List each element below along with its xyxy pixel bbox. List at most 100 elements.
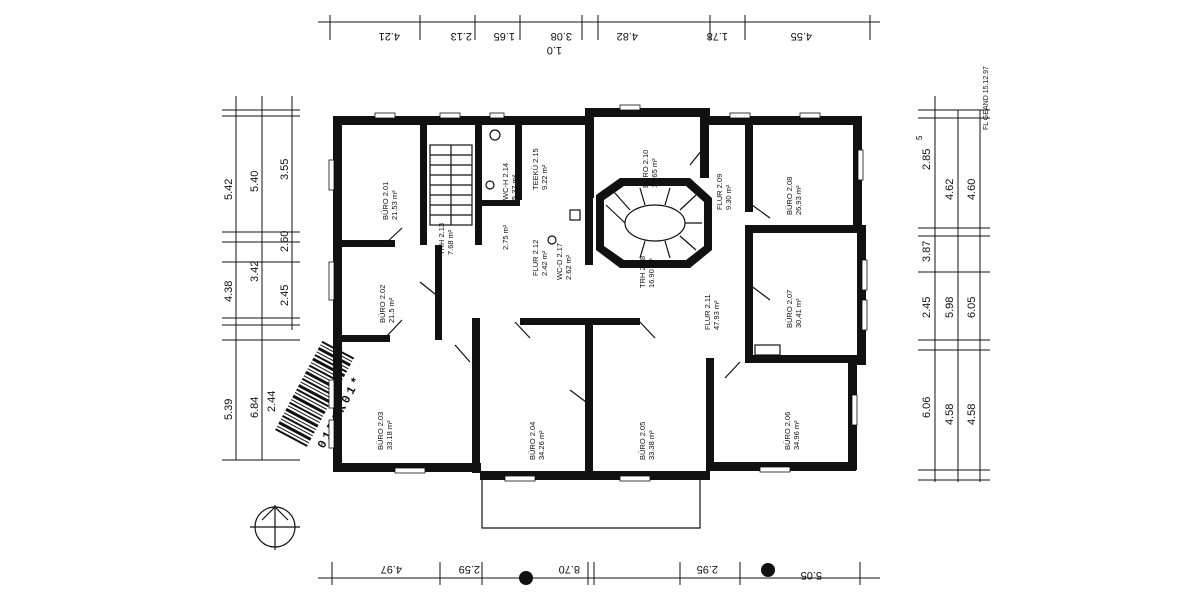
dim-bottom-5: 5.05 bbox=[801, 569, 822, 581]
room-area: 2.62 m² bbox=[564, 254, 573, 280]
dim-left-outer-3: 5.39 bbox=[223, 399, 235, 420]
dim-left-outer-1: 5.42 bbox=[223, 179, 235, 200]
dim-top-4: 3.08 bbox=[551, 30, 572, 42]
plan-stamp: FL GEAND 15.12.97 bbox=[983, 66, 990, 130]
room-area: 21.53 m² bbox=[390, 190, 399, 220]
dim-right-mid-3: 4.58 bbox=[944, 404, 956, 425]
room-buero-2-04: BÜRO 2.04 34.26 m² bbox=[528, 422, 546, 460]
room-area: 33.18 m² bbox=[385, 420, 394, 450]
room-name: FLUR 2.12 bbox=[531, 240, 540, 276]
room-name: BÜRO 2.08 bbox=[785, 177, 794, 215]
room-name: TEEKÜ 2.15 bbox=[531, 148, 540, 190]
top-dimension-chain: 4.21 2.13 1.65 3.08 1.0 4.82 1.78 4.55 bbox=[318, 15, 880, 56]
dim-right-inner-1: 4.60 bbox=[966, 179, 978, 200]
room-buero-2-10: BÜRO 2.10 13.65 m² bbox=[641, 150, 659, 188]
room-name: BÜRO 2.02 bbox=[378, 285, 387, 323]
dim-right-outer-2: 3.87 bbox=[921, 241, 933, 262]
room-area: 34.26 m² bbox=[537, 430, 546, 460]
plan-details bbox=[328, 104, 868, 529]
dim-top-6: 4.82 bbox=[617, 30, 638, 42]
dim-left-mid-3: 6.84 bbox=[249, 397, 261, 418]
room-trh-2-18: TRH 2.18 16.90 m² bbox=[638, 256, 656, 288]
room-buero-2-05: BÜRO 2.05 33.38 m² bbox=[638, 422, 656, 460]
room-wc-d-2-17: WC-D 2.17 2.62 m² bbox=[555, 243, 573, 280]
dim-right-inner-2: 6.05 bbox=[966, 297, 978, 318]
room-buero-2-01: BÜRO 2.01 21.53 m² bbox=[381, 182, 399, 220]
room-area: 13.65 m² bbox=[650, 158, 659, 188]
barcode: 01D0K01* bbox=[275, 340, 366, 451]
room-small-2-16: 2.75 m² bbox=[501, 224, 510, 250]
dim-left-inner-1: 3.55 bbox=[279, 159, 291, 180]
room-name: BÜRO 2.05 bbox=[638, 422, 647, 460]
dim-bottom-1: 4.97 bbox=[381, 563, 402, 575]
room-wc-h-2-14: WC-H 2.14 5.37 m² bbox=[501, 163, 519, 200]
room-area: 26.93 m² bbox=[794, 185, 803, 215]
dim-left-inner-2: 2.60 bbox=[279, 231, 291, 252]
room-teekue-2-15: TEEKÜ 2.15 9.22 m² bbox=[531, 148, 549, 190]
dim-left-mid-1: 5.40 bbox=[249, 171, 261, 192]
survey-point-right bbox=[761, 563, 775, 577]
room-area: 2.42 m² bbox=[540, 250, 549, 276]
room-name: WC-H 2.14 bbox=[501, 163, 510, 200]
dim-top-8: 4.55 bbox=[791, 30, 812, 42]
dim-right-mid-1: 4.62 bbox=[944, 179, 956, 200]
dim-bottom-2: 2.59 bbox=[459, 563, 480, 575]
room-name: BÜRO 2.04 bbox=[528, 422, 537, 460]
bottom-dimension-chain: 4.97 2.59 8.70 2.95 5.05 bbox=[318, 562, 880, 585]
dim-top-2: 2.13 bbox=[451, 30, 472, 42]
room-area: 47.93 m² bbox=[712, 300, 721, 330]
room-trh-2-13: TRH 2.13 7.68 m² bbox=[437, 223, 455, 255]
room-buero-2-07: BÜRO 2.07 30.41 m² bbox=[785, 290, 803, 328]
room-name: BÜRO 2.06 bbox=[783, 412, 792, 450]
room-name: TRH 2.18 bbox=[638, 256, 647, 288]
building-walls bbox=[333, 108, 866, 480]
room-name: FLUR 2.09 bbox=[715, 174, 724, 210]
room-name: WC-D 2.17 bbox=[555, 243, 564, 280]
dim-top-7: 1.78 bbox=[707, 30, 728, 42]
room-buero-2-03: BÜRO 2.03 33.18 m² bbox=[376, 412, 394, 450]
dim-left-outer-2: 4.38 bbox=[223, 281, 235, 302]
right-dimension-chains: 2.85 5 3.87 2.45 6.06 4.62 5.98 4.58 4.6… bbox=[915, 96, 990, 482]
room-area: 2.75 m² bbox=[501, 224, 510, 250]
room-area: 9.30 m² bbox=[724, 184, 733, 210]
dim-top-3: 1.65 bbox=[494, 30, 515, 42]
survey-point-left bbox=[519, 571, 533, 585]
room-area: 21.5 m² bbox=[387, 297, 396, 323]
room-area: 34.96 m² bbox=[792, 420, 801, 450]
room-buero-2-08: BÜRO 2.08 26.93 m² bbox=[785, 177, 803, 215]
room-area: 7.68 m² bbox=[446, 229, 455, 255]
room-area: 30.41 m² bbox=[794, 298, 803, 328]
room-area: 16.90 m² bbox=[647, 258, 656, 288]
room-flur-2-12: FLUR 2.12 2.42 m² bbox=[531, 240, 549, 276]
dim-right-outer-4: 6.06 bbox=[921, 397, 933, 418]
room-name: TRH 2.13 bbox=[437, 223, 446, 255]
dim-bottom-4: 2.95 bbox=[697, 563, 718, 575]
room-flur-2-09: FLUR 2.09 9.30 m² bbox=[715, 174, 733, 210]
dim-bottom-3: 8.70 bbox=[559, 563, 580, 575]
room-area: 33.38 m² bbox=[647, 430, 656, 460]
room-flur-2-11: FLUR 2.11 47.93 m² bbox=[703, 294, 721, 330]
room-name: BÜRO 2.01 bbox=[381, 182, 390, 220]
dim-left-inner-4: 2.44 bbox=[266, 391, 278, 412]
room-buero-2-06: BÜRO 2.06 34.96 m² bbox=[783, 412, 801, 450]
room-labels: BÜRO 2.01 21.53 m² BÜRO 2.02 21.5 m² BÜR… bbox=[376, 148, 803, 460]
room-name: BÜRO 2.07 bbox=[785, 290, 794, 328]
room-area: 9.22 m² bbox=[540, 164, 549, 190]
dim-top-1: 4.21 bbox=[379, 30, 400, 42]
room-name: BÜRO 2.10 bbox=[641, 150, 650, 188]
room-area: 5.37 m² bbox=[510, 174, 519, 200]
left-dimension-chains: 5.42 4.38 5.39 5.40 3.42 6.84 3.55 2.60 … bbox=[222, 96, 300, 461]
dim-right-outer-3: 2.45 bbox=[921, 297, 933, 318]
dim-right-superscript: 5 bbox=[915, 135, 924, 140]
dim-right-mid-2: 5.98 bbox=[944, 297, 956, 318]
room-name: FLUR 2.11 bbox=[703, 294, 712, 330]
room-buero-2-02: BÜRO 2.02 21.5 m² bbox=[378, 285, 396, 323]
dim-left-mid-2: 3.42 bbox=[249, 261, 261, 282]
dim-right-inner-3: 4.58 bbox=[966, 404, 978, 425]
dim-right-outer-1: 2.85 bbox=[921, 149, 933, 170]
dim-top-5: 1.0 bbox=[547, 44, 562, 56]
room-name: BÜRO 2.03 bbox=[376, 412, 385, 450]
north-arrow-icon bbox=[250, 505, 300, 550]
dim-left-inner-3: 2.45 bbox=[279, 285, 291, 306]
